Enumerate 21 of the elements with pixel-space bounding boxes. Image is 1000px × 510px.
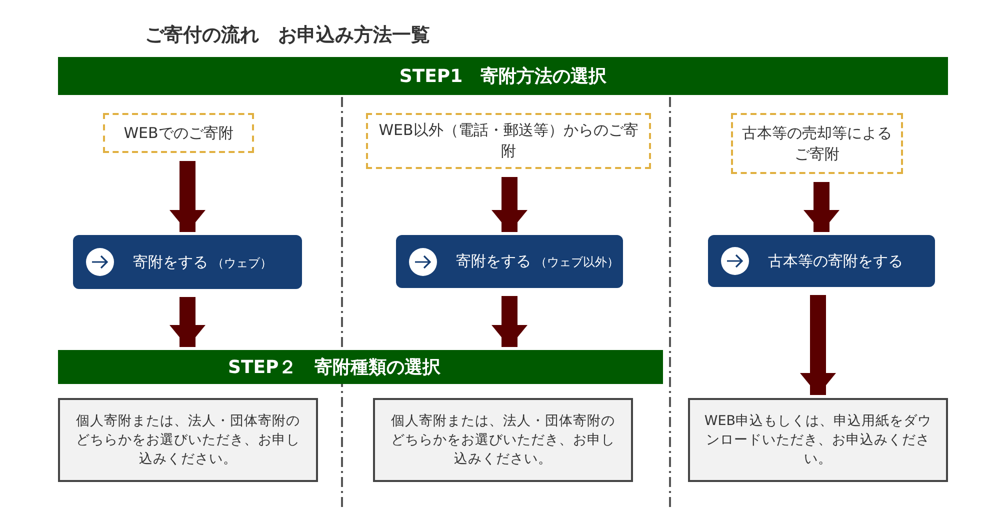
arrow — [170, 297, 206, 347]
arrow — [170, 161, 206, 232]
button-label: 寄附をする （ウェブ） — [133, 252, 272, 272]
arrow — [492, 177, 528, 232]
action-button — [708, 235, 935, 287]
option-box: 古本等の売却等によるご寄附 — [731, 113, 903, 174]
arrow — [804, 182, 840, 232]
button-label: 寄附をする （ウェブ以外） — [456, 252, 619, 271]
step-banner: STEP1 寄附方法の選択 — [58, 57, 948, 95]
diagram-title: ご寄付の流れ お申込み方法一覧 — [145, 23, 430, 48]
step-banner: STEP２ 寄附種類の選択 — [58, 350, 663, 384]
action-button — [396, 235, 623, 288]
instruction-box: WEB申込もしくは、申込用紙をダウンロードいただき、お申込みください。 — [688, 398, 948, 482]
action-button — [73, 235, 302, 289]
button-label: 古本等の寄附をする — [768, 252, 903, 270]
arrow — [800, 295, 836, 395]
instruction-box: 個人寄附または、法人・団体寄附のどちらかをお選びいただき、お申し込みください。 — [58, 398, 318, 482]
arrow — [492, 296, 528, 347]
option-box: WEBでのご寄附 — [103, 113, 254, 153]
option-box: WEB以外（電話・郵送等）からのご寄附 — [366, 113, 651, 169]
instruction-box: 個人寄附または、法人・団体寄附のどちらかをお選びいただき、お申し込みください。 — [373, 398, 633, 482]
